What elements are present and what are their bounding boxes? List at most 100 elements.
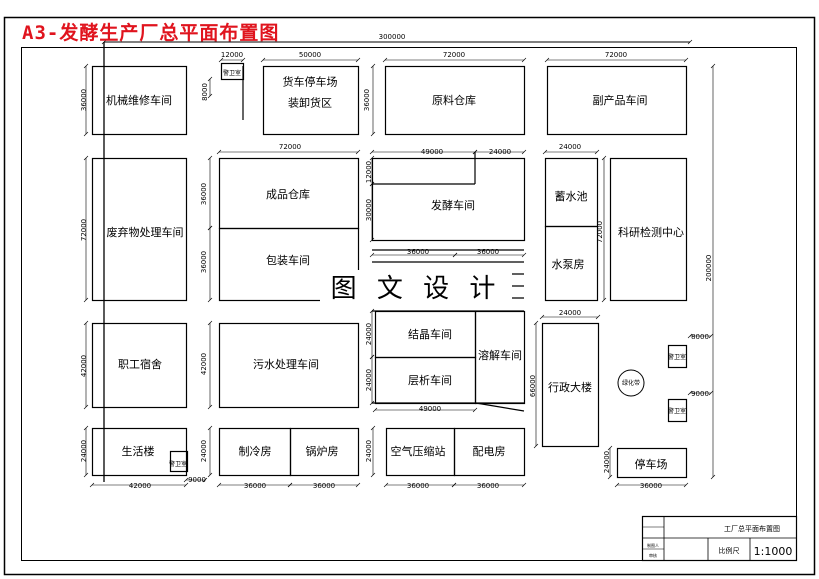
dim-tick bbox=[710, 63, 716, 69]
dim-tick bbox=[83, 63, 89, 69]
label-zhileng: 制冷房 bbox=[239, 445, 272, 458]
dim-tick bbox=[183, 477, 189, 483]
dim-tick bbox=[218, 57, 224, 63]
title-block-name: 工厂总平面布置图 bbox=[724, 524, 780, 533]
dim-label: 36000 bbox=[477, 248, 499, 256]
dim-tick bbox=[521, 149, 527, 155]
inner-frame bbox=[21, 47, 797, 561]
dim-label: 24000 bbox=[200, 440, 208, 462]
dim-tick bbox=[369, 400, 375, 406]
dim-tick bbox=[683, 57, 689, 63]
drawing-title: A3-发酵生产厂总平面布置图 bbox=[22, 22, 280, 44]
title-block-row2: 审核 bbox=[649, 552, 657, 558]
dim-label: 36000 bbox=[407, 248, 429, 256]
dim-tick bbox=[539, 314, 545, 320]
dim-label: 72000 bbox=[80, 219, 88, 241]
label-jixie: 机械维修车间 bbox=[106, 93, 172, 107]
dim-tick bbox=[240, 57, 246, 63]
dim-tick bbox=[83, 155, 89, 161]
dim-tick bbox=[614, 482, 620, 488]
dim-label: 49000 bbox=[419, 405, 441, 413]
label-sushe: 职工宿舍 bbox=[118, 357, 162, 371]
dim-label: 50000 bbox=[299, 51, 321, 59]
dim-label: 36000 bbox=[244, 482, 266, 490]
dim-tick bbox=[216, 482, 222, 488]
building-huoche bbox=[262, 65, 360, 136]
dim-label: 36000 bbox=[200, 183, 208, 205]
dim-label: 8000 bbox=[201, 83, 209, 101]
dim-label: 24000 bbox=[603, 451, 611, 473]
dim-label: 72000 bbox=[605, 51, 627, 59]
building-wushui bbox=[218, 322, 360, 409]
dim-tick bbox=[521, 57, 527, 63]
dim-tick bbox=[372, 407, 378, 413]
dim-tick bbox=[710, 474, 716, 480]
label-xushui: 蓄水池 bbox=[555, 190, 588, 203]
dim-tick bbox=[521, 252, 527, 258]
dim-tick bbox=[183, 482, 189, 488]
label-cengxi: 层析车间 bbox=[408, 373, 452, 387]
dim-label: 36000 bbox=[363, 89, 371, 111]
building-fuchan bbox=[546, 65, 688, 136]
building-sushe bbox=[91, 322, 188, 409]
title-block-scale-label: 比例尺 bbox=[719, 546, 740, 555]
dim-tick bbox=[207, 297, 213, 303]
building-jingwei4 bbox=[667, 398, 688, 423]
building-jixie bbox=[91, 65, 188, 136]
dim-tick bbox=[83, 131, 89, 137]
dim-label: 24000 bbox=[365, 369, 373, 391]
dim-tick bbox=[533, 320, 539, 326]
dim-tick bbox=[369, 155, 375, 161]
dim-tick bbox=[207, 93, 213, 99]
dim-tick bbox=[542, 149, 548, 155]
title-block: 工厂总平面布置图 比例尺 1:1000 制图人 审核 bbox=[641, 515, 798, 562]
building-yuanliao bbox=[384, 65, 526, 136]
building-jingwei3 bbox=[667, 344, 688, 369]
dim-tick bbox=[83, 320, 89, 326]
dim-tick bbox=[544, 57, 550, 63]
dim-label: 36000 bbox=[200, 251, 208, 273]
dim-tick bbox=[370, 425, 376, 431]
dim-label: 36000 bbox=[313, 482, 335, 490]
label-jingwei2: 警卫室 bbox=[169, 460, 187, 468]
dim-label: 36000 bbox=[407, 482, 429, 490]
dim-tick bbox=[83, 404, 89, 410]
label-yuanliao: 原料仓库 bbox=[432, 93, 476, 107]
dim-tick bbox=[369, 237, 375, 243]
label-fuchan: 副产品车间 bbox=[593, 93, 648, 107]
dim-label: 24000 bbox=[559, 309, 581, 317]
dim-tick bbox=[207, 320, 213, 326]
dim-tick bbox=[370, 131, 376, 137]
dim-label: 9000 bbox=[188, 476, 206, 484]
dim-tick bbox=[369, 252, 375, 258]
outer-frame bbox=[3, 16, 816, 576]
label-shuibeng: 水泵房 bbox=[552, 258, 585, 271]
dim-tick bbox=[287, 482, 293, 488]
dim-tick bbox=[207, 225, 213, 231]
label-jingwei1: 警卫室 bbox=[223, 69, 241, 77]
dim-tick bbox=[472, 407, 478, 413]
dim-tick bbox=[607, 474, 613, 480]
dim-tick bbox=[202, 477, 208, 483]
dim-label: 24000 bbox=[559, 143, 581, 151]
dim-label: 42000 bbox=[129, 482, 151, 490]
dim-label: 72000 bbox=[279, 143, 301, 151]
dim-label: 24000 bbox=[80, 440, 88, 462]
dim-label: 300000 bbox=[379, 33, 406, 41]
dim-tick bbox=[451, 482, 457, 488]
building-tingche bbox=[616, 447, 688, 479]
dim-tick bbox=[683, 482, 689, 488]
dim-tick bbox=[207, 404, 213, 410]
dim-tick bbox=[369, 181, 375, 187]
label-lvhua: 绿化带 bbox=[622, 379, 640, 387]
dim-label: 9000 bbox=[691, 390, 709, 398]
dim-tick bbox=[89, 482, 95, 488]
dim-label: 36000 bbox=[477, 482, 499, 490]
dim-label: 200000 bbox=[705, 255, 713, 282]
label-baozhuang: 包装车间 bbox=[266, 253, 310, 267]
dim-tick bbox=[595, 314, 601, 320]
green-belt-circle bbox=[617, 369, 645, 397]
dim-tick bbox=[687, 333, 693, 339]
dim-label: 42000 bbox=[200, 353, 208, 375]
dim-label: 24000 bbox=[365, 440, 373, 462]
